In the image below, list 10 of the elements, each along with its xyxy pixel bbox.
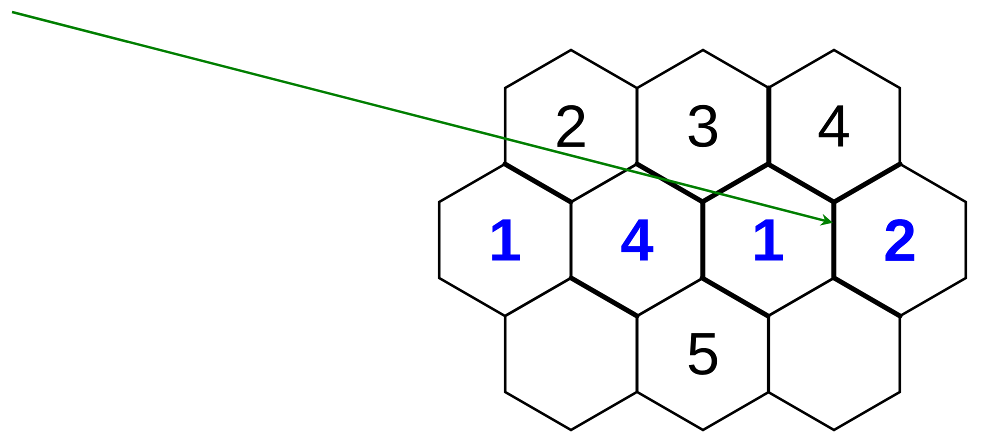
hexagon: 4 <box>766 48 902 204</box>
hexagon: 2 <box>832 162 968 318</box>
hexagon: 1 <box>438 162 572 318</box>
hexagon: 5 <box>636 276 770 432</box>
node-label: 1 <box>755 219 783 261</box>
hexagon: 4 <box>570 162 704 318</box>
hexagon: 2 <box>504 48 638 204</box>
hexagon <box>504 276 638 432</box>
hexagon: 3 <box>636 48 770 204</box>
hexagon <box>766 276 902 432</box>
